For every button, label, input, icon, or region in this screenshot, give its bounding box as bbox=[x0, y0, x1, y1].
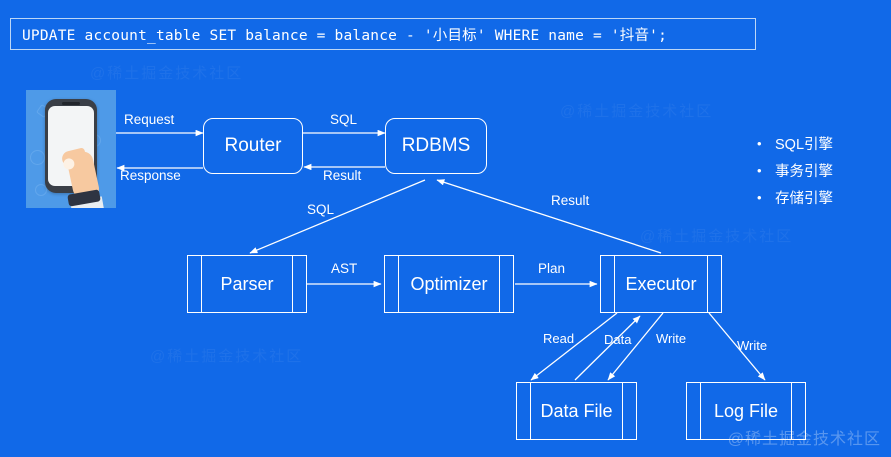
edge-label-write-data: Write bbox=[656, 331, 687, 346]
bullet-dot-icon: • bbox=[757, 190, 762, 205]
decor-circle-icon bbox=[30, 150, 45, 165]
node-rdbms-label: RDBMS bbox=[401, 135, 471, 156]
edge-label-sql-top: SQL bbox=[330, 112, 358, 127]
engine-list-item-label: SQL引擎 bbox=[775, 137, 834, 153]
node-optimizer[interactable]: Optimizer bbox=[384, 255, 514, 313]
edge-label-read: Read bbox=[543, 331, 575, 346]
background-watermark: @稀土掘金技术社区 bbox=[150, 348, 304, 365]
node-executor-label: Executor bbox=[625, 273, 697, 294]
decor-circle-icon bbox=[35, 184, 47, 196]
background-watermark: @稀土掘金技术社区 bbox=[640, 228, 794, 245]
edge-label-write-log: Write bbox=[737, 338, 768, 353]
node-data-file[interactable]: Data File bbox=[516, 382, 637, 440]
edge-label-request: Request bbox=[124, 112, 175, 127]
edge-label-ast: AST bbox=[331, 261, 358, 276]
node-parser-label: Parser bbox=[220, 273, 274, 294]
mobile-client-illustration bbox=[26, 90, 116, 208]
node-log-file[interactable]: Log File bbox=[686, 382, 806, 440]
edge-data bbox=[574, 315, 641, 381]
hand-pointing-icon bbox=[60, 142, 104, 208]
phone-speaker-icon bbox=[62, 101, 80, 105]
background-watermark: @稀土掘金技术社区 bbox=[560, 103, 714, 120]
edge-label-sql-down: SQL bbox=[307, 202, 335, 217]
sql-statement-box: UPDATE account_table SET balance = balan… bbox=[10, 18, 756, 50]
engine-list-item: • 存储引擎 bbox=[757, 184, 887, 211]
edge-sql-down bbox=[249, 179, 426, 254]
edge-label-result-up: Result bbox=[551, 193, 590, 208]
edge-label-plan: Plan bbox=[538, 261, 566, 276]
engine-list-item: • SQL引擎 bbox=[757, 130, 887, 157]
engine-list-item: • 事务引擎 bbox=[757, 157, 887, 184]
node-parser[interactable]: Parser bbox=[187, 255, 307, 313]
engine-list-item-label: 存储引擎 bbox=[775, 191, 833, 207]
node-router-label: Router bbox=[224, 135, 282, 156]
background-watermark: @稀土掘金技术社区 bbox=[90, 65, 244, 82]
node-rdbms[interactable]: RDBMS bbox=[385, 118, 487, 174]
node-optimizer-label: Optimizer bbox=[410, 273, 488, 294]
node-data-file-label: Data File bbox=[540, 400, 613, 421]
node-log-file-label: Log File bbox=[713, 400, 779, 421]
edge-label-response: Response bbox=[120, 168, 181, 183]
bullet-dot-icon: • bbox=[757, 163, 762, 178]
sql-statement-text: UPDATE account_table SET balance = balan… bbox=[22, 27, 668, 44]
bullet-dot-icon: • bbox=[757, 136, 762, 151]
edge-result-up bbox=[436, 179, 662, 254]
node-router[interactable]: Router bbox=[203, 118, 303, 174]
edge-label-data: Data bbox=[604, 332, 632, 347]
engine-list-item-label: 事务引擎 bbox=[775, 164, 833, 180]
edge-label-result-top: Result bbox=[323, 168, 362, 183]
engine-list: • SQL引擎 • 事务引擎 • 存储引擎 bbox=[757, 130, 887, 211]
node-executor[interactable]: Executor bbox=[600, 255, 722, 313]
